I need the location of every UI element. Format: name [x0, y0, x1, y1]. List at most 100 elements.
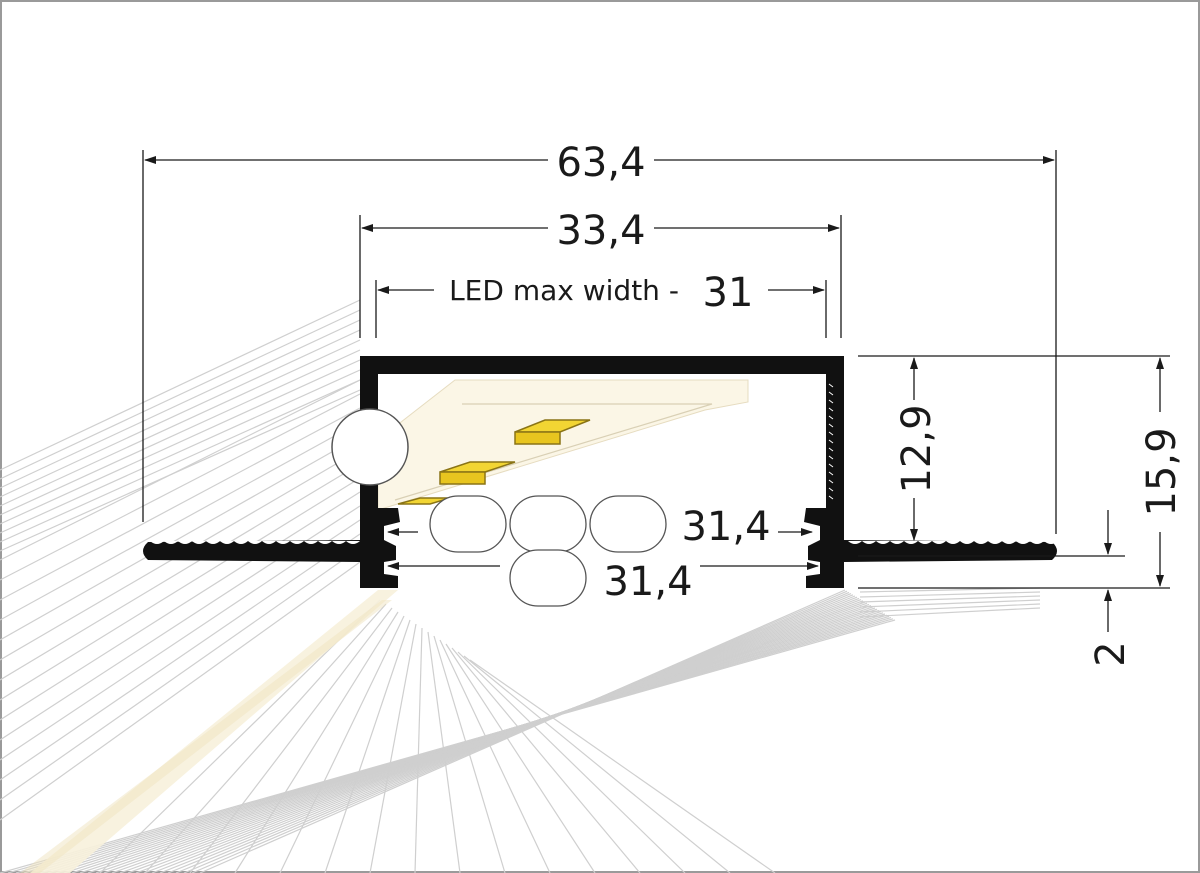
perspective-line	[0, 369, 361, 534]
wall-rib	[828, 415, 834, 420]
dim-total-height: 15,9	[1139, 427, 1185, 516]
diffuser-oval	[429, 495, 507, 553]
grip-ridge	[1030, 541, 1044, 544]
perspective-line	[445, 643, 596, 873]
perspective-line	[0, 421, 361, 621]
grip-ridge	[262, 541, 276, 544]
perspective-line	[0, 393, 361, 581]
perspective-line	[0, 435, 361, 641]
led-chips	[397, 419, 591, 505]
dim-diffuser-upper: 31,4	[681, 504, 770, 550]
perspective-line	[0, 477, 361, 701]
grip-ridge	[848, 541, 862, 544]
perspective-line	[439, 639, 551, 873]
perspective-line	[0, 329, 361, 498]
grip-ridge	[304, 541, 318, 544]
perspective-line	[433, 635, 506, 873]
grip-ridge	[150, 541, 164, 544]
grip-ridge	[918, 541, 932, 544]
perspective-line	[279, 615, 405, 873]
dim-overall-width: 63,4	[556, 140, 645, 186]
perspective-line	[859, 599, 1041, 608]
perspective-line	[0, 463, 361, 681]
light-glow-lower	[20, 600, 392, 873]
perspective-line	[0, 491, 361, 721]
diffuser-oval	[509, 549, 587, 607]
perspective-line	[859, 595, 1041, 603]
perspective-line	[234, 611, 399, 873]
grip-ridge	[234, 541, 248, 544]
perspective-line	[859, 603, 1041, 613]
perspective-line	[144, 603, 387, 873]
perspective-line	[0, 359, 361, 525]
perspective-line	[0, 533, 361, 781]
grip-ridge	[1002, 541, 1016, 544]
perspective-line	[414, 627, 423, 873]
wall-rib	[828, 423, 834, 428]
wall-rib	[828, 479, 834, 484]
wall-rib	[828, 399, 834, 404]
perspective-line	[0, 407, 361, 601]
dim-led-width: 31	[703, 270, 754, 316]
perspective-line	[463, 655, 731, 873]
wall-rib	[828, 407, 834, 412]
perspective-line	[369, 623, 417, 873]
perspective-line	[859, 607, 1041, 618]
grip-ridge	[1016, 541, 1030, 544]
wall-rib	[828, 487, 834, 492]
wall-ribs	[828, 383, 834, 500]
grip-ridge	[192, 541, 206, 544]
wall-rib	[828, 495, 834, 500]
grip-ridge	[346, 541, 360, 544]
dim-flange-thickness: 2	[1088, 641, 1134, 666]
perspective-line	[0, 619, 896, 873]
diffuser-oval	[589, 495, 667, 553]
grip-ridge	[248, 541, 262, 544]
diffuser-ovals	[429, 495, 667, 607]
end-cap-circle	[331, 408, 409, 486]
grip-ridge	[890, 541, 904, 544]
profile-right-wall	[804, 356, 844, 588]
dim-inner-depth: 12,9	[894, 404, 940, 493]
wall-rib	[828, 463, 834, 468]
wall-rib	[828, 471, 834, 476]
grip-ridge	[276, 541, 290, 544]
perspective-line	[859, 587, 1041, 593]
grip-ridge	[974, 541, 988, 544]
perspective-line	[0, 561, 361, 821]
grip-ridge	[946, 541, 960, 544]
grip-ridge	[904, 541, 918, 544]
profile-top	[360, 356, 844, 374]
perspective-line	[457, 651, 686, 873]
grip-ridge	[178, 541, 192, 544]
led-strip-edge	[394, 403, 713, 501]
perspective-line	[859, 591, 1041, 598]
wall-rib	[828, 383, 834, 388]
grip-ridge	[862, 541, 876, 544]
perspective-line	[191, 590, 848, 873]
led-max-width-label: LED max width -	[449, 274, 679, 307]
grip-ridge	[960, 541, 974, 544]
perspective-line	[0, 349, 361, 516]
profile-left-flange	[143, 540, 360, 562]
led-chip	[439, 471, 486, 485]
flange-grip-ridges	[150, 541, 1058, 544]
perspective-line	[0, 319, 361, 489]
grip-ridge	[988, 541, 1002, 544]
grip-ridge	[206, 541, 220, 544]
grip-ridge	[318, 541, 332, 544]
perspective-line	[427, 631, 461, 873]
diffuser-oval	[509, 495, 587, 553]
led-chip	[514, 431, 561, 445]
wall-rib	[828, 447, 834, 452]
perspective-lines	[0, 299, 1041, 873]
perspective-line	[324, 619, 411, 873]
led-strip	[377, 379, 749, 511]
wall-rib	[828, 455, 834, 460]
perspective-line	[0, 309, 361, 480]
perspective-line	[0, 379, 361, 543]
wall-rib	[828, 439, 834, 444]
dim-diffuser-lower: 31,4	[603, 559, 692, 605]
